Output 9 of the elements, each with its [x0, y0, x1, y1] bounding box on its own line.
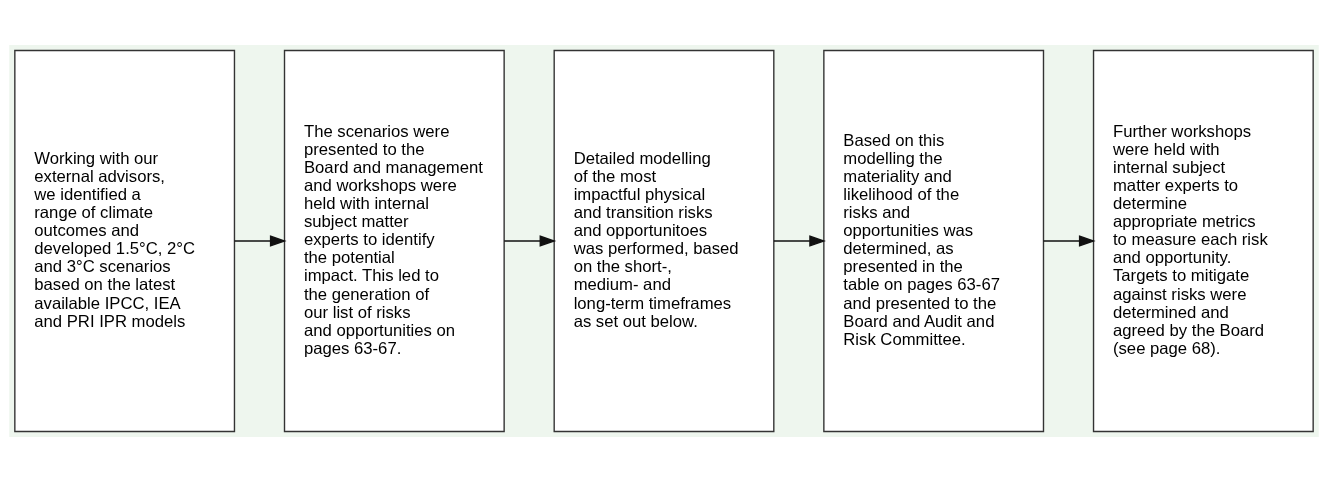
node-box: Further workshops were held with internal subject matter experts to determine appropriate metrics to measure each risk and opportunity. Targets to mitigate against risks were determined and agreed by the Board (see page 68).: [1092, 49, 1314, 432]
node-box: Working with our external advisors, we identified a range of climate outcomes and developed 1.5°C, 2°C and 3°C scenarios based on the latest available IPCC, IEA and PRI IPR models: [14, 49, 236, 432]
arrow: [773, 234, 826, 247]
node-box: The scenarios were presented to the Board and management and workshops were held with internal subject matter experts to identify the potential impact. This led to the generation of our list of risks and opportunities on pages 63-67.: [283, 49, 505, 432]
arrow: [1042, 234, 1096, 247]
node-box: Based on this modelling the materiality and likelihood of the risks and opportunities was determined, as presented in the table on pages 63-67 and presented to the Board and Audit and Risk Committee.: [823, 49, 1045, 432]
node-box: Detailed modelling of the most impactful physical and transition risks and opportunitoes was performed, based on the short-, medium- and long-term timeframes as set out below.: [553, 49, 775, 432]
arrow: [503, 234, 557, 247]
arrow: [233, 234, 287, 247]
